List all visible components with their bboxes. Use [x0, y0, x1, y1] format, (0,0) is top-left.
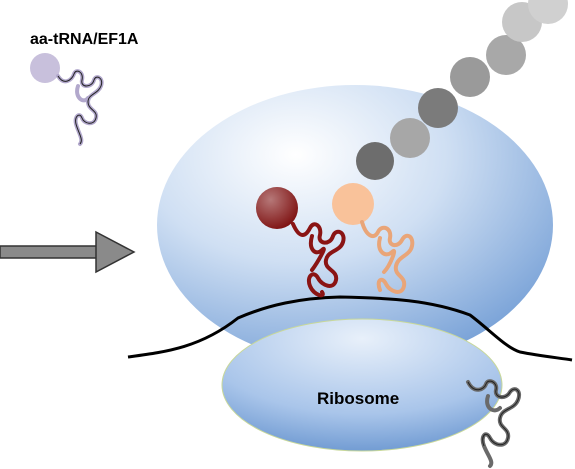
chain-bead: [450, 57, 490, 97]
chain-bead: [418, 88, 458, 128]
chain-bead: [390, 118, 430, 158]
peptidyl-trna: [291, 222, 346, 298]
free-trna-outline: [57, 70, 103, 145]
free-amino-acid: [30, 53, 60, 83]
large-subunit: [157, 85, 553, 365]
ribosome-label: Ribosome: [317, 389, 399, 408]
chain-bead: [528, 0, 568, 24]
mrna-strand: [127, 295, 573, 362]
chain-bead: [486, 35, 526, 75]
chain-bead: [356, 142, 394, 180]
entry-arrow: [0, 230, 136, 274]
exiting-trna-outline: [467, 380, 520, 447]
arrow-shaft: [0, 245, 99, 259]
complex-label: aa-tRNA/EF1A: [30, 31, 139, 48]
incoming-amino-acid: [332, 183, 374, 225]
nascent-peptide-chain: [356, 0, 568, 180]
bead-highlight: [256, 187, 298, 229]
aa-trna-ef1a-complex: [30, 53, 104, 146]
incoming-trna: [360, 220, 415, 294]
small-subunit: [221, 318, 503, 452]
arrow-head: [95, 230, 136, 274]
